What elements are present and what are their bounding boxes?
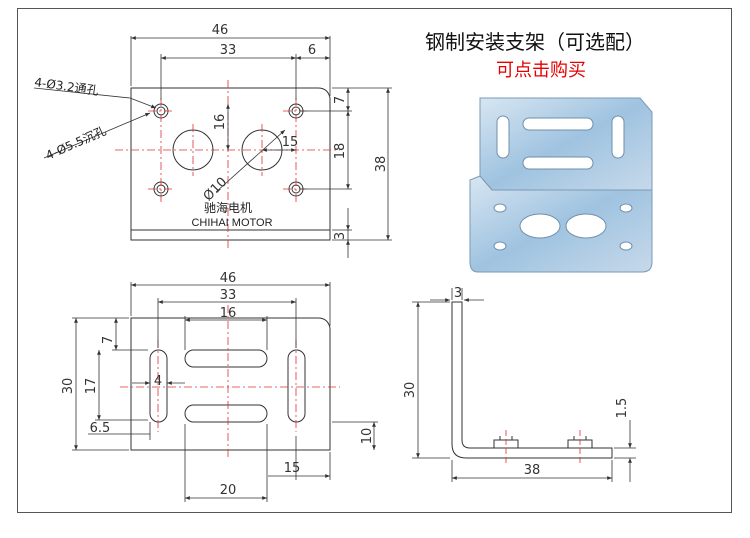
dim-front-v10: 10 (360, 428, 375, 445)
dim-top-v7: 7 (333, 96, 348, 104)
photo-hole-tl (493, 203, 507, 213)
front-view-centerlines (120, 305, 340, 460)
dim-front-width: 46 (220, 271, 237, 286)
bracket-base-plate (469, 175, 653, 273)
side-view-dim-labels: 3 30 1.5 38 (403, 286, 630, 478)
dim-side-height: 30 (403, 382, 418, 399)
dim-front-height: 30 (61, 378, 76, 395)
dim-front-h65: 6.5 (90, 421, 111, 436)
dim-side-length: 38 (524, 463, 541, 478)
brand-en: CHIHAI MOTOR (191, 217, 272, 229)
top-plate-outline (130, 87, 331, 241)
front-plate-outline (130, 317, 331, 451)
dim-top-span: 33 (220, 43, 237, 58)
note-through-hole: 4-Ø3.2通孔 (34, 75, 100, 98)
photo-slot-left (496, 115, 510, 159)
dim-front-v17: 17 (84, 378, 99, 395)
slot-top (184, 349, 268, 368)
dim-side-thick: 3 (454, 286, 462, 301)
note-counter-bore: 4-Ø5.5沉孔 (44, 124, 109, 163)
dim-top-v16: 16 (213, 114, 228, 131)
photo-hole-bl (493, 241, 507, 251)
slot-bottom (184, 404, 268, 423)
front-view (130, 317, 331, 451)
page-title: 钢制安装支架（可选配） (425, 30, 645, 54)
photo-hole-br (619, 241, 633, 251)
slot-left (149, 349, 168, 423)
photo-hole-tr (619, 203, 633, 213)
dim-front-span: 33 (220, 288, 237, 303)
dim-top-v18: 18 (333, 143, 348, 160)
dim-top-thick: 3 (333, 232, 348, 240)
side-view (451, 301, 613, 459)
front-view-dimensions (72, 282, 378, 502)
dim-top-height: 38 (374, 156, 389, 173)
side-profile (451, 301, 613, 459)
dim-front-slot: 16 (220, 306, 237, 321)
dim-front-h15: 15 (284, 461, 301, 476)
photo-hole-large-right (565, 213, 607, 239)
photo-slot-top (522, 117, 594, 131)
top-view-dimensions (33, 36, 392, 258)
dim-front-h20: 20 (220, 483, 237, 498)
side-view-dimensions (412, 288, 636, 482)
dim-top-h15: 15 (282, 135, 299, 150)
dim-side-thin: 1.5 (615, 398, 630, 419)
dim-front-v7: 7 (101, 336, 116, 344)
brand-cn: 驰海电机 (204, 200, 252, 215)
photo-hole-large-left (519, 213, 561, 239)
dim-front-h4: 4 (154, 374, 162, 389)
dim-top-dia10: Ø10 (201, 175, 231, 205)
top-view-dim-labels: 46 33 6 7 16 18 15 38 3 Ø10 4-Ø3.2通孔 4-Ø… (34, 23, 389, 240)
bracket-photo (469, 97, 653, 273)
drawing-frame (17, 8, 732, 513)
buy-link[interactable]: 可点击购买 (496, 60, 586, 81)
dim-top-width: 46 (212, 23, 229, 38)
photo-slot-right (611, 115, 625, 159)
photo-slot-bottom (522, 156, 594, 170)
dim-top-edge: 6 (308, 43, 316, 58)
side-view-centerlines (505, 430, 581, 464)
slot-right (287, 349, 306, 423)
front-view-dim-labels: 46 33 16 7 4 17 30 6.5 10 15 20 (61, 271, 375, 498)
